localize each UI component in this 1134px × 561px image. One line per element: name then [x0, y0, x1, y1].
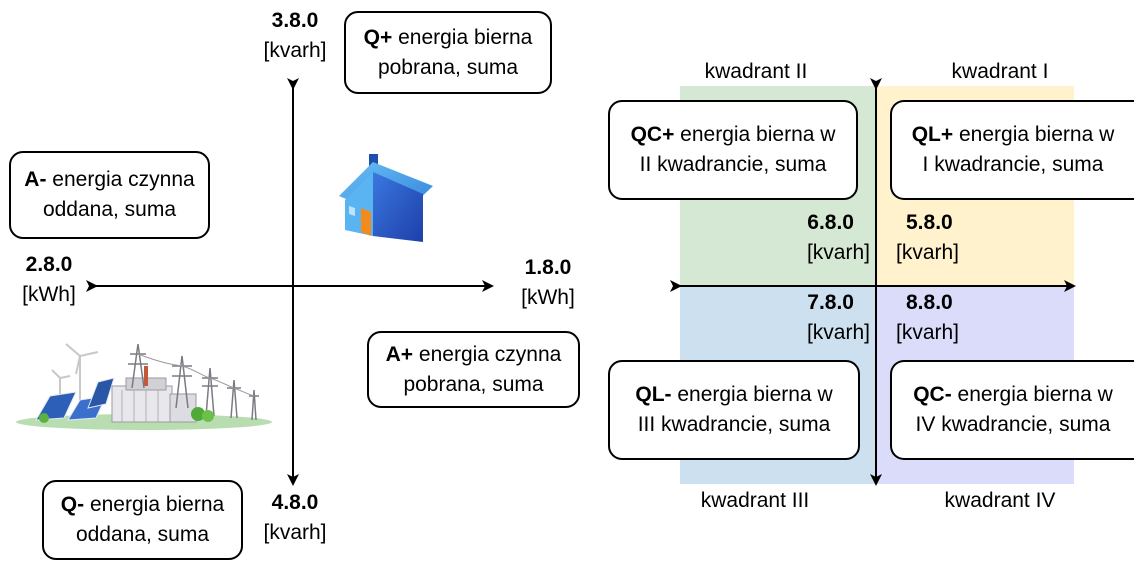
- quadrant-IV-label: kwadrant IV: [944, 489, 1056, 512]
- q-plus-line2: pobrana, suma: [377, 55, 519, 79]
- a-minus-line2: oddana, suma: [42, 198, 177, 221]
- ql-plus-prefix: QL+: [911, 123, 954, 146]
- q-minus-box: Q- energia bierna oddana, suma: [42, 480, 243, 560]
- a-plus-box: A+ energia czynna pobrana, suma: [367, 331, 580, 408]
- code-2-8-0: 2.8.0 [kWh]: [5, 250, 93, 310]
- power-plant-icon: [16, 343, 272, 430]
- ql-minus-line1: energia bierna w: [671, 383, 833, 406]
- a-minus-box: A- energia czynna oddana, suma: [9, 151, 210, 239]
- code-left-num: 2.8.0: [25, 253, 73, 276]
- code-left-unit: [kWh]: [22, 283, 76, 306]
- ql-minus-line2: III kwadrancie, suma: [637, 413, 831, 436]
- qc-plus-line2: II kwadrancie, suma: [639, 153, 827, 176]
- qc-plus-line1: energia bierna w: [674, 123, 836, 146]
- code-q4-num: 8.8.0: [906, 291, 953, 314]
- code-q4-unit: [kvarh]: [896, 321, 960, 344]
- code-right-num: 1.8.0: [524, 256, 572, 279]
- code-3-8-0: 3.8.0 [kvarh]: [250, 6, 340, 66]
- code-top-unit: [kvarh]: [263, 39, 327, 62]
- code-q3-num: 7.8.0: [807, 291, 854, 314]
- code-q2-unit: [kvarh]: [806, 241, 870, 264]
- qc-plus-prefix: QC+: [630, 123, 675, 146]
- ql-plus-line2: I kwadrancie, suma: [922, 153, 1104, 176]
- ql-minus-box: QL- energia bierna w III kwadrancie, sum…: [608, 360, 860, 460]
- code-bottom-num: 4.8.0: [271, 491, 319, 514]
- qc-minus-box: QC- energia bierna w IV kwadrancie, suma: [890, 360, 1134, 460]
- a-plus-line1: energia czynna: [413, 342, 562, 366]
- code-q1-num: 5.8.0: [906, 211, 953, 234]
- quadrant-I-label: kwadrant I: [951, 60, 1049, 83]
- ql-plus-box: QL+ energia bierna w I kwadrancie, suma: [890, 100, 1134, 200]
- q-plus-line1: energia bierna: [392, 25, 533, 49]
- code-q3-unit: [kvarh]: [806, 321, 870, 344]
- code-right-unit: [kWh]: [521, 286, 575, 309]
- q-plus-prefix: Q+: [363, 25, 393, 49]
- code-8-8-0: 8.8.0 [kvarh]: [896, 288, 986, 348]
- house-icon: [339, 154, 433, 242]
- code-q2-num: 6.8.0: [807, 211, 854, 234]
- ql-minus-prefix: QL-: [635, 383, 672, 406]
- qc-plus-box: QC+ energia bierna w II kwadrancie, suma: [608, 100, 858, 200]
- code-6-8-0: 6.8.0 [kvarh]: [780, 208, 870, 268]
- qc-minus-line1: energia bierna w: [951, 383, 1113, 406]
- code-1-8-0: 1.8.0 [kWh]: [503, 253, 593, 313]
- qc-minus-line2: IV kwadrancie, suma: [915, 413, 1111, 436]
- ql-plus-line1: energia bierna w: [953, 123, 1115, 146]
- code-4-8-0: 4.8.0 [kvarh]: [250, 488, 340, 548]
- q-minus-line1: energia bierna: [84, 493, 225, 516]
- qc-minus-prefix: QC-: [913, 383, 952, 406]
- q-minus-prefix: Q-: [60, 493, 85, 516]
- code-top-num: 3.8.0: [271, 9, 319, 32]
- a-plus-line2: pobrana, suma: [403, 372, 544, 396]
- quadrant-II-label: kwadrant II: [704, 60, 808, 83]
- code-7-8-0: 7.8.0 [kvarh]: [780, 288, 870, 348]
- code-5-8-0: 5.8.0 [kvarh]: [896, 208, 986, 268]
- code-bottom-unit: [kvarh]: [263, 521, 327, 544]
- code-q1-unit: [kvarh]: [896, 241, 960, 264]
- q-plus-box: Q+ energia bierna pobrana, suma: [344, 11, 552, 94]
- quadrant-III-label: kwadrant III: [700, 489, 810, 512]
- a-plus-prefix: A+: [385, 342, 414, 366]
- a-minus-line1: energia czynna: [46, 168, 195, 191]
- a-minus-prefix: A-: [24, 168, 47, 191]
- q-minus-line2: oddana, suma: [75, 523, 210, 546]
